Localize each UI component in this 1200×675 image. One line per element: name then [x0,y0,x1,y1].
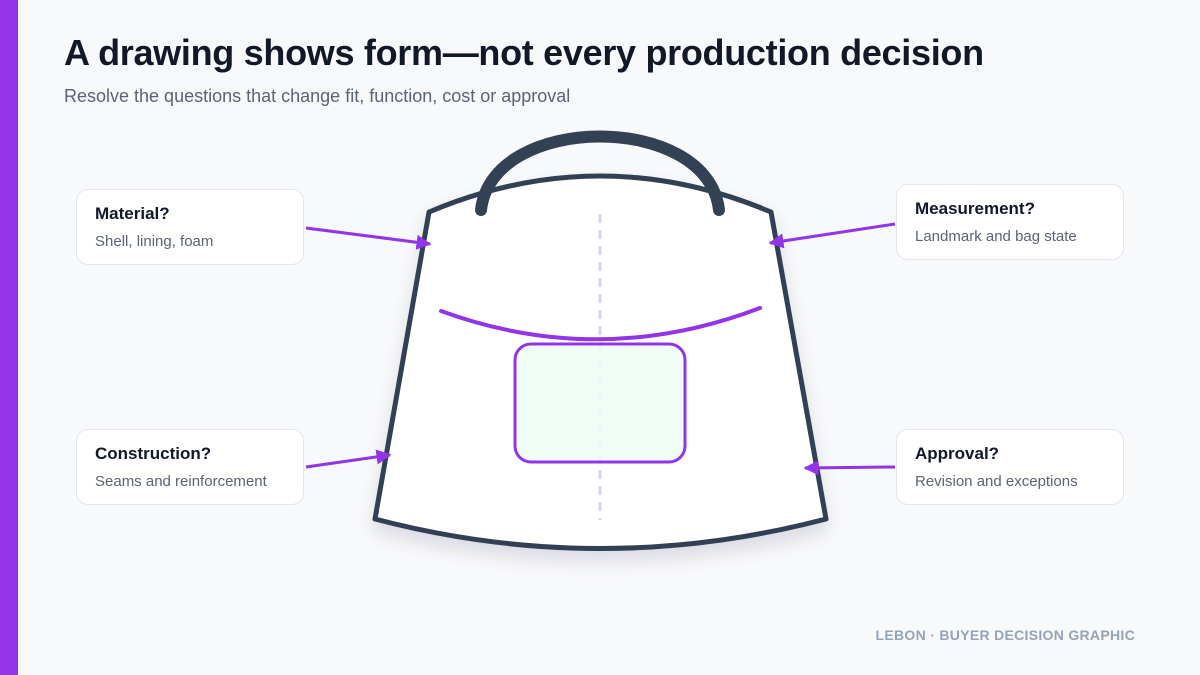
footer-credit: LEBON · BUYER DECISION GRAPHIC [875,627,1135,643]
accent-bar [0,0,18,675]
callout-approval: Approval? Revision and exceptions [896,429,1124,505]
callout-construction: Construction? Seams and reinforcement [76,429,304,505]
callout-construction-title: Construction? [95,444,212,463]
callout-material-title: Material? [95,204,170,223]
callout-construction-text: Seams and reinforcement [95,473,267,490]
construction-arrow [305,449,392,469]
callout-material: Material? Shell, lining, foam [76,189,304,265]
page-title: A drawing shows form—not every productio… [64,32,984,73]
approval-arrow [803,460,896,476]
measurement-arrow [768,222,896,249]
callout-approval-text: Revision and exceptions [915,473,1078,490]
opening-curve [439,306,762,342]
front-pocket [513,342,687,464]
callout-measurement-title: Measurement? [915,199,1035,218]
bag-handle [475,130,725,216]
material-arrow [305,226,432,250]
callout-approval-title: Approval? [915,444,1000,463]
callout-material-text: Shell, lining, foam [95,233,214,250]
page-subtitle: Resolve the questions that change fit, f… [64,86,571,106]
callout-measurement: Measurement? Landmark and bag state [896,184,1124,260]
callout-measurement-text: Landmark and bag state [915,228,1077,245]
